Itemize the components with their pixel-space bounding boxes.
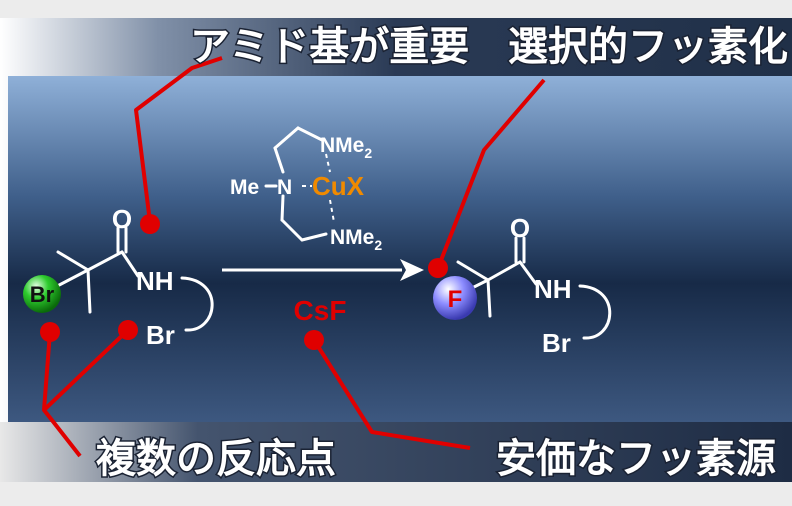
callout-line-source (312, 338, 471, 450)
annotation-multiple-sites: 複数の反応点 (96, 436, 336, 482)
callout-line-amide (134, 56, 223, 223)
product-primary-bromine: Br (542, 328, 571, 358)
callout-dots (40, 214, 448, 350)
substrate-skeleton (40, 226, 214, 332)
callout-dot-site-a (40, 322, 60, 342)
coordination-bonds (302, 153, 335, 223)
callout-dot-selective (428, 258, 448, 278)
alpha-bromine-atom: Br (30, 282, 55, 307)
reaction-arrow (222, 259, 424, 281)
ligand-methyl: Me (230, 176, 259, 199)
ligand-nme2-bottom: NMe2 (330, 226, 382, 253)
bromine-sphere (23, 275, 61, 313)
footer-band (0, 422, 792, 482)
product-fluorine-atom: F (448, 286, 463, 313)
substrate-carbonyl-oxygen: O (112, 204, 132, 234)
cesium-fluoride: CsF (294, 295, 347, 326)
callout-lines (42, 56, 546, 458)
callout-line-site-b (42, 328, 130, 412)
ligand-nme2-top: NMe2 (320, 134, 372, 161)
substrate-nh: NH (136, 266, 174, 296)
callout-dot-amide (140, 214, 160, 234)
copper-halide: CuX (312, 171, 365, 201)
annotation-selective: 選択的フッ素化 (508, 24, 788, 70)
callout-line-selective (436, 78, 546, 269)
product-carbonyl-oxygen: O (510, 213, 530, 243)
fluorine-sphere (433, 276, 477, 320)
ligand-skeleton (264, 126, 328, 242)
substrate-primary-bromine: Br (146, 320, 175, 350)
annotation-amide: アミド基が重要 (190, 24, 469, 70)
ligand-central-n: N (277, 176, 292, 199)
callout-dot-source (304, 330, 324, 350)
product-nh: NH (534, 274, 572, 304)
callout-dot-site-b (118, 320, 138, 340)
annotation-cheap-source: 安価なフッ素源 (496, 436, 776, 482)
